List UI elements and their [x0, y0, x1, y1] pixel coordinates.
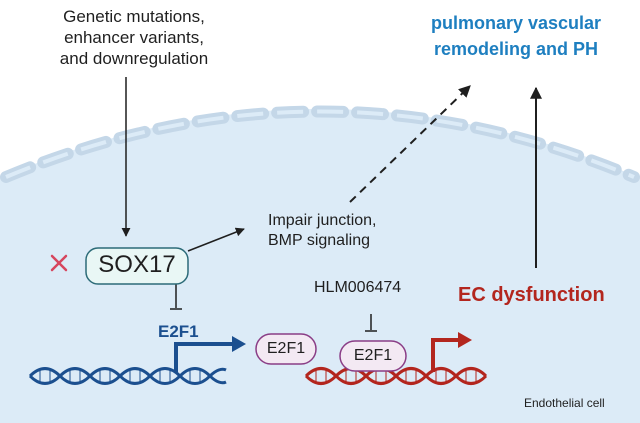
cell-body — [0, 109, 640, 423]
outcome-line: remodeling and PH — [433, 39, 599, 59]
junction-effect-line: Impair junction, — [268, 212, 377, 229]
transcription-arrow-blue — [174, 342, 234, 372]
dna-helix-blue — [28, 367, 227, 385]
ec-dysfunction-label: EC dysfunction — [458, 284, 605, 306]
inhibitor-label: HLM006474 — [314, 279, 402, 296]
e2f1-protein-left-shape — [255, 333, 317, 365]
outcome-label: pulmonary vascular remodeling and PH — [396, 10, 636, 62]
cell-type-label: Endothelial cell — [524, 396, 605, 410]
transcription-arrow-red — [431, 338, 460, 372]
e2f1-protein-left-label: E2F1 — [266, 340, 306, 357]
dna-helix-red — [304, 367, 488, 385]
loss-x-icon — [50, 254, 68, 272]
e2f1-gene-label: E2F1 — [158, 322, 199, 341]
upstream-factors-label: Genetic mutations, enhancer variants, an… — [18, 6, 250, 69]
e2f1-protein-right-label: E2F1 — [353, 347, 393, 364]
upstream-factor-line: enhancer variants, — [64, 28, 204, 47]
sox17-box — [85, 247, 189, 285]
transcription-arrowhead-red — [458, 332, 472, 348]
e2f1-protein-right-shape — [339, 340, 407, 372]
outcome-line: pulmonary vascular — [430, 13, 602, 33]
junction-effect-line: BMP signaling — [268, 232, 370, 249]
sox17-label: SOX17 — [98, 251, 176, 278]
transcription-arrowhead-blue — [232, 336, 246, 352]
arrow-sox17-to-junction — [187, 227, 245, 252]
upstream-factor-line: and downregulation — [59, 49, 209, 68]
cell-membrane-inner — [5, 109, 635, 179]
upstream-factor-line: Genetic mutations, — [63, 7, 205, 26]
junction-effect-label: Impair junction, BMP signaling — [268, 211, 377, 251]
